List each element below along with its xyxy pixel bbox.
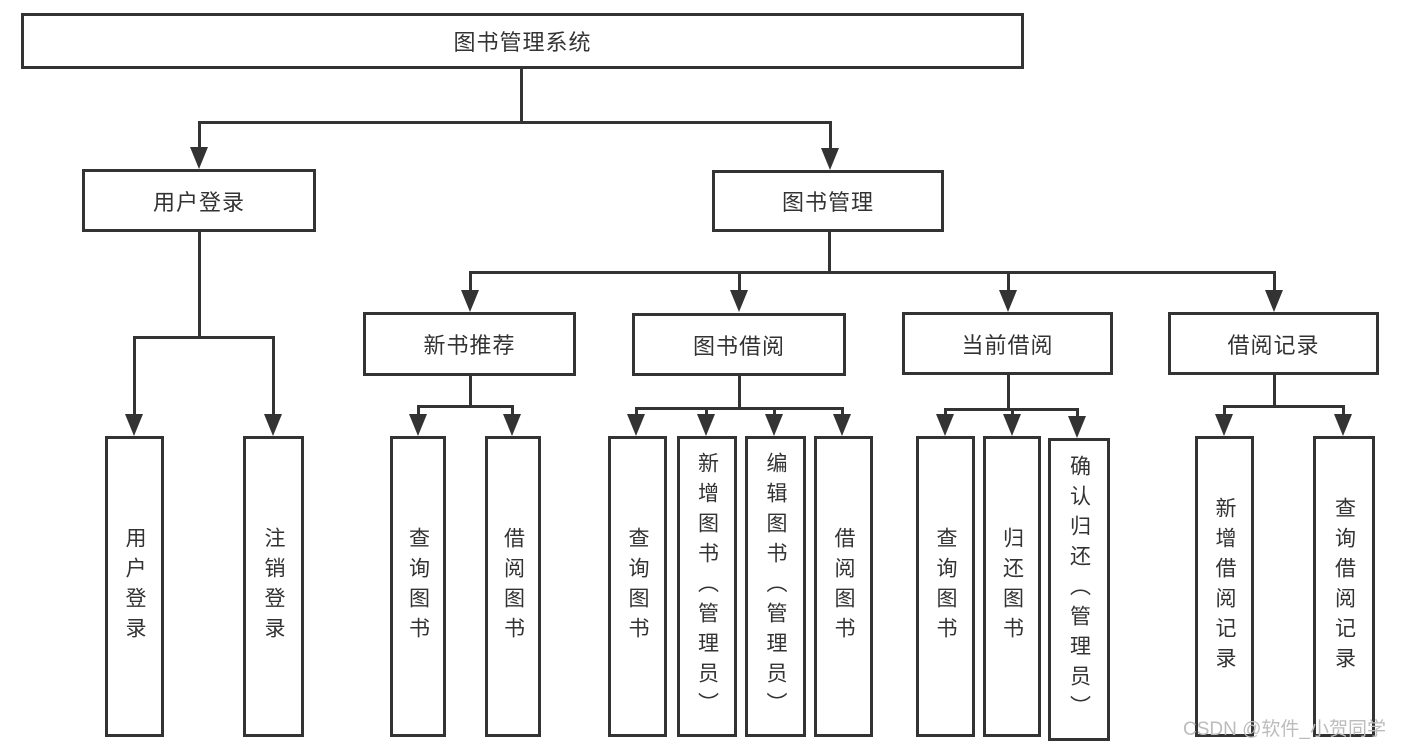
connector-user-login-stem	[198, 232, 201, 336]
arrowhead-current-borrow	[999, 290, 1017, 312]
leaf-bb-query-book-label: 查询图书	[626, 526, 649, 647]
leaf-cb-query-book-label: 查询图书	[934, 526, 957, 647]
arrowhead-bb-borrow	[833, 414, 851, 436]
node-current-borrow: 当前借阅	[902, 312, 1113, 375]
connector-bb-add-drop	[705, 407, 708, 418]
connector-br-query-drop	[1342, 405, 1345, 418]
connector-new-book-drop	[469, 271, 472, 293]
leaf-br-query-record: 查询借阅记录	[1313, 436, 1375, 737]
connector-leaf-logout-drop	[272, 336, 275, 418]
leaf-cb-query-book: 查询图书	[916, 436, 975, 737]
connector-bb-borrow-drop	[841, 407, 844, 418]
connector-level1-bus	[198, 121, 832, 124]
connector-new-book-stem	[469, 376, 472, 407]
node-root-system-label: 图书管理系统	[453, 30, 592, 55]
node-root-system: 图书管理系统	[21, 13, 1024, 69]
leaf-rec-query-book-label: 查询图书	[406, 526, 430, 647]
leaf-cb-return-book-label: 归还图书	[1000, 526, 1024, 647]
arrowhead-nb-borrow	[503, 414, 521, 436]
leaf-bb-borrow-book-label: 借阅图书	[832, 526, 855, 647]
leaf-bb-edit-book-admin: 编辑图书（管理员）	[745, 436, 806, 737]
connector-cb-query-drop	[944, 408, 947, 418]
leaf-bb-add-book-admin-label: 新增图书（管理员）	[695, 451, 719, 722]
connector-book-borrow-bus	[635, 407, 844, 410]
leaf-cb-return-book: 归还图书	[983, 436, 1041, 737]
arrowhead-new-book	[461, 290, 479, 312]
leaf-user-login-label: 用户登录	[123, 526, 146, 647]
arrowhead-bb-query	[627, 414, 645, 436]
arrowhead-br-query	[1334, 414, 1352, 436]
connector-borrow-records-stem	[1273, 375, 1276, 407]
leaf-br-add-record: 新增借阅记录	[1195, 436, 1254, 737]
connector-nb-query-drop	[417, 405, 420, 418]
leaf-rec-borrow-book: 借阅图书	[485, 436, 541, 737]
leaf-logout-label: 注销登录	[262, 526, 285, 647]
node-borrow-records: 借阅记录	[1168, 312, 1379, 375]
connector-cb-confirm-drop	[1076, 408, 1079, 418]
leaf-bb-borrow-book: 借阅图书	[814, 436, 873, 737]
node-book-borrow-label: 图书借阅	[692, 333, 785, 359]
arrowhead-bb-edit	[765, 414, 783, 436]
arrowhead-book-mgmt	[821, 148, 839, 170]
connector-root-stem	[520, 69, 523, 123]
leaf-cb-confirm-return-admin: 确认归还（管理员）	[1048, 438, 1110, 741]
connector-cb-return-drop	[1011, 408, 1014, 418]
arrowhead-leaf-login	[125, 414, 143, 436]
connector-user-login-bus	[133, 336, 275, 339]
node-book-mgmt: 图书管理	[712, 170, 944, 232]
connector-new-book-bus	[417, 405, 514, 408]
connector-borrow-records-bus	[1223, 405, 1344, 408]
arrowhead-cb-query	[936, 414, 954, 436]
arrowhead-borrow-records	[1265, 290, 1283, 312]
arrowhead-br-add	[1215, 414, 1233, 436]
node-book-borrow: 图书借阅	[632, 313, 846, 376]
connector-current-borrow-stem	[1007, 375, 1010, 411]
connector-book-mgmt-drop	[829, 121, 832, 153]
leaf-logout: 注销登录	[243, 436, 304, 737]
connector-level2-bus	[469, 271, 1275, 274]
node-user-login: 用户登录	[82, 169, 316, 232]
connector-borrow-records-drop	[1273, 271, 1276, 293]
connector-bb-edit-drop	[773, 407, 776, 418]
connector-bb-query-drop	[635, 407, 638, 418]
connector-leaf-login-drop	[133, 336, 136, 418]
csdn-watermark: CSDN @软件_小贺同学	[1183, 719, 1386, 740]
connector-nb-borrow-drop	[511, 405, 514, 418]
arrowhead-book-borrow	[730, 290, 748, 312]
leaf-rec-query-book: 查询图书	[390, 436, 446, 737]
node-borrow-records-label: 借阅记录	[1227, 332, 1320, 358]
leaf-br-add-record-label: 新增借阅记录	[1213, 496, 1236, 677]
connector-book-borrow-stem	[738, 376, 741, 409]
connector-book-borrow-drop	[738, 271, 741, 293]
leaf-rec-borrow-book-label: 借阅图书	[501, 526, 525, 647]
node-new-book-rec-label: 新书推荐	[423, 333, 516, 358]
arrowhead-cb-return	[1003, 414, 1021, 436]
node-book-mgmt-label: 图书管理	[781, 190, 874, 215]
node-current-borrow-label: 当前借阅	[961, 332, 1054, 358]
arrowhead-nb-query	[409, 414, 427, 436]
leaf-cb-confirm-return-admin-label: 确认归还（管理员）	[1067, 454, 1091, 725]
connector-book-mgmt-stem	[828, 232, 831, 273]
leaf-bb-add-book-admin: 新增图书（管理员）	[677, 436, 737, 737]
leaf-br-query-record-label: 查询借阅记录	[1332, 496, 1356, 677]
arrowhead-bb-add	[697, 414, 715, 436]
connector-current-borrow-drop	[1007, 271, 1010, 293]
arrowhead-leaf-logout	[264, 414, 282, 436]
leaf-bb-edit-book-admin-label: 编辑图书（管理员）	[764, 451, 787, 722]
connector-user-login-drop	[198, 121, 201, 153]
leaf-bb-query-book: 查询图书	[608, 436, 667, 737]
connector-br-add-drop	[1223, 405, 1226, 418]
arrowhead-user-login	[190, 147, 208, 169]
node-user-login-label: 用户登录	[152, 189, 245, 215]
arrowhead-cb-confirm	[1068, 416, 1086, 438]
node-new-book-rec: 新书推荐	[363, 312, 576, 376]
leaf-user-login: 用户登录	[105, 436, 164, 737]
